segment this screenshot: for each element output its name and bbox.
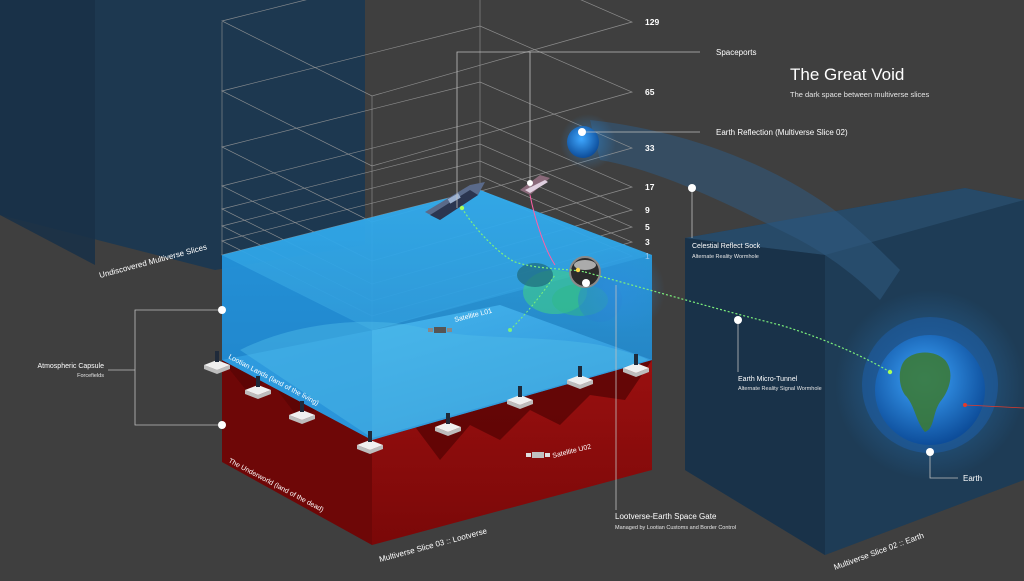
layer-number: 9 bbox=[645, 205, 650, 215]
micro-tunnel-title: Earth Micro-Tunnel bbox=[738, 376, 798, 383]
micro-tunnel-trajectory bbox=[584, 271, 891, 373]
callout-dots bbox=[218, 128, 934, 456]
platform bbox=[357, 431, 383, 454]
satellite-l01-icon bbox=[428, 327, 452, 333]
undiscovered-slices-block bbox=[0, 0, 365, 270]
earth-planet bbox=[835, 290, 1024, 480]
layer-plane bbox=[220, 81, 634, 223]
layer-number: 33 bbox=[645, 143, 655, 153]
layer-plane bbox=[220, 25, 634, 167]
layer-number: 17 bbox=[645, 182, 655, 192]
earth-reflection-label: Earth Reflection (Multiverse Slice 02) bbox=[716, 128, 848, 137]
gate-yellow-dot bbox=[575, 267, 581, 273]
platform bbox=[507, 386, 533, 409]
spaceports-label: Spaceports bbox=[716, 48, 756, 57]
platform bbox=[567, 366, 593, 389]
atmospheric-title: Atmospheric Capsule bbox=[37, 363, 104, 370]
earth-red-dot bbox=[963, 403, 967, 407]
platform bbox=[245, 376, 271, 399]
spaceship-right-icon bbox=[520, 175, 550, 195]
layer-number: 65 bbox=[645, 87, 655, 97]
layer-number: 3 bbox=[645, 237, 650, 247]
satellite-u02-icon bbox=[526, 452, 550, 458]
celestial-sock-band bbox=[590, 120, 900, 300]
gate-title: Lootverse-Earth Space Gate bbox=[615, 512, 717, 521]
earth-reflection-planet bbox=[560, 114, 616, 170]
satellite-green-dot bbox=[508, 328, 512, 332]
platform bbox=[204, 351, 230, 374]
callout-lines bbox=[108, 51, 958, 510]
platforms bbox=[204, 351, 649, 454]
lootian-lands-surface bbox=[240, 321, 648, 438]
gate-green-dot bbox=[459, 205, 465, 211]
spaceport-trajectory bbox=[461, 207, 586, 273]
layer-plane bbox=[220, 0, 634, 97]
earth-label: Earth bbox=[963, 474, 982, 483]
page-title: The Great Void bbox=[790, 65, 904, 84]
satellite-link bbox=[509, 274, 556, 331]
tunnel-green-dot bbox=[887, 369, 893, 375]
gate-sub: Managed by Lootian Customs and Border Co… bbox=[615, 525, 736, 531]
platform bbox=[623, 354, 649, 377]
earth-red-line bbox=[964, 404, 1024, 409]
layer-number: 5 bbox=[645, 222, 650, 232]
layer-number: 129 bbox=[645, 17, 659, 27]
celestial-sock-sub: Alternate Reality Wormhole bbox=[692, 254, 759, 260]
layer-number-labels: 129 65 33 17 9 5 3 1 bbox=[645, 17, 659, 261]
platform bbox=[289, 401, 315, 424]
layer-number: 1 bbox=[645, 251, 650, 261]
platform bbox=[435, 413, 461, 436]
micro-tunnel-sub: Alternate Reality Signal Wormhole bbox=[738, 386, 822, 392]
atmospheric-capsule bbox=[222, 190, 652, 440]
celestial-sock-title: Celestial Reflect Sock bbox=[692, 243, 761, 250]
atmospheric-sub: Forcefields bbox=[77, 373, 104, 379]
spaceship-left-icon bbox=[425, 182, 485, 220]
page-subtitle: The dark space between multiverse slices bbox=[790, 90, 929, 99]
pink-link bbox=[529, 194, 556, 266]
